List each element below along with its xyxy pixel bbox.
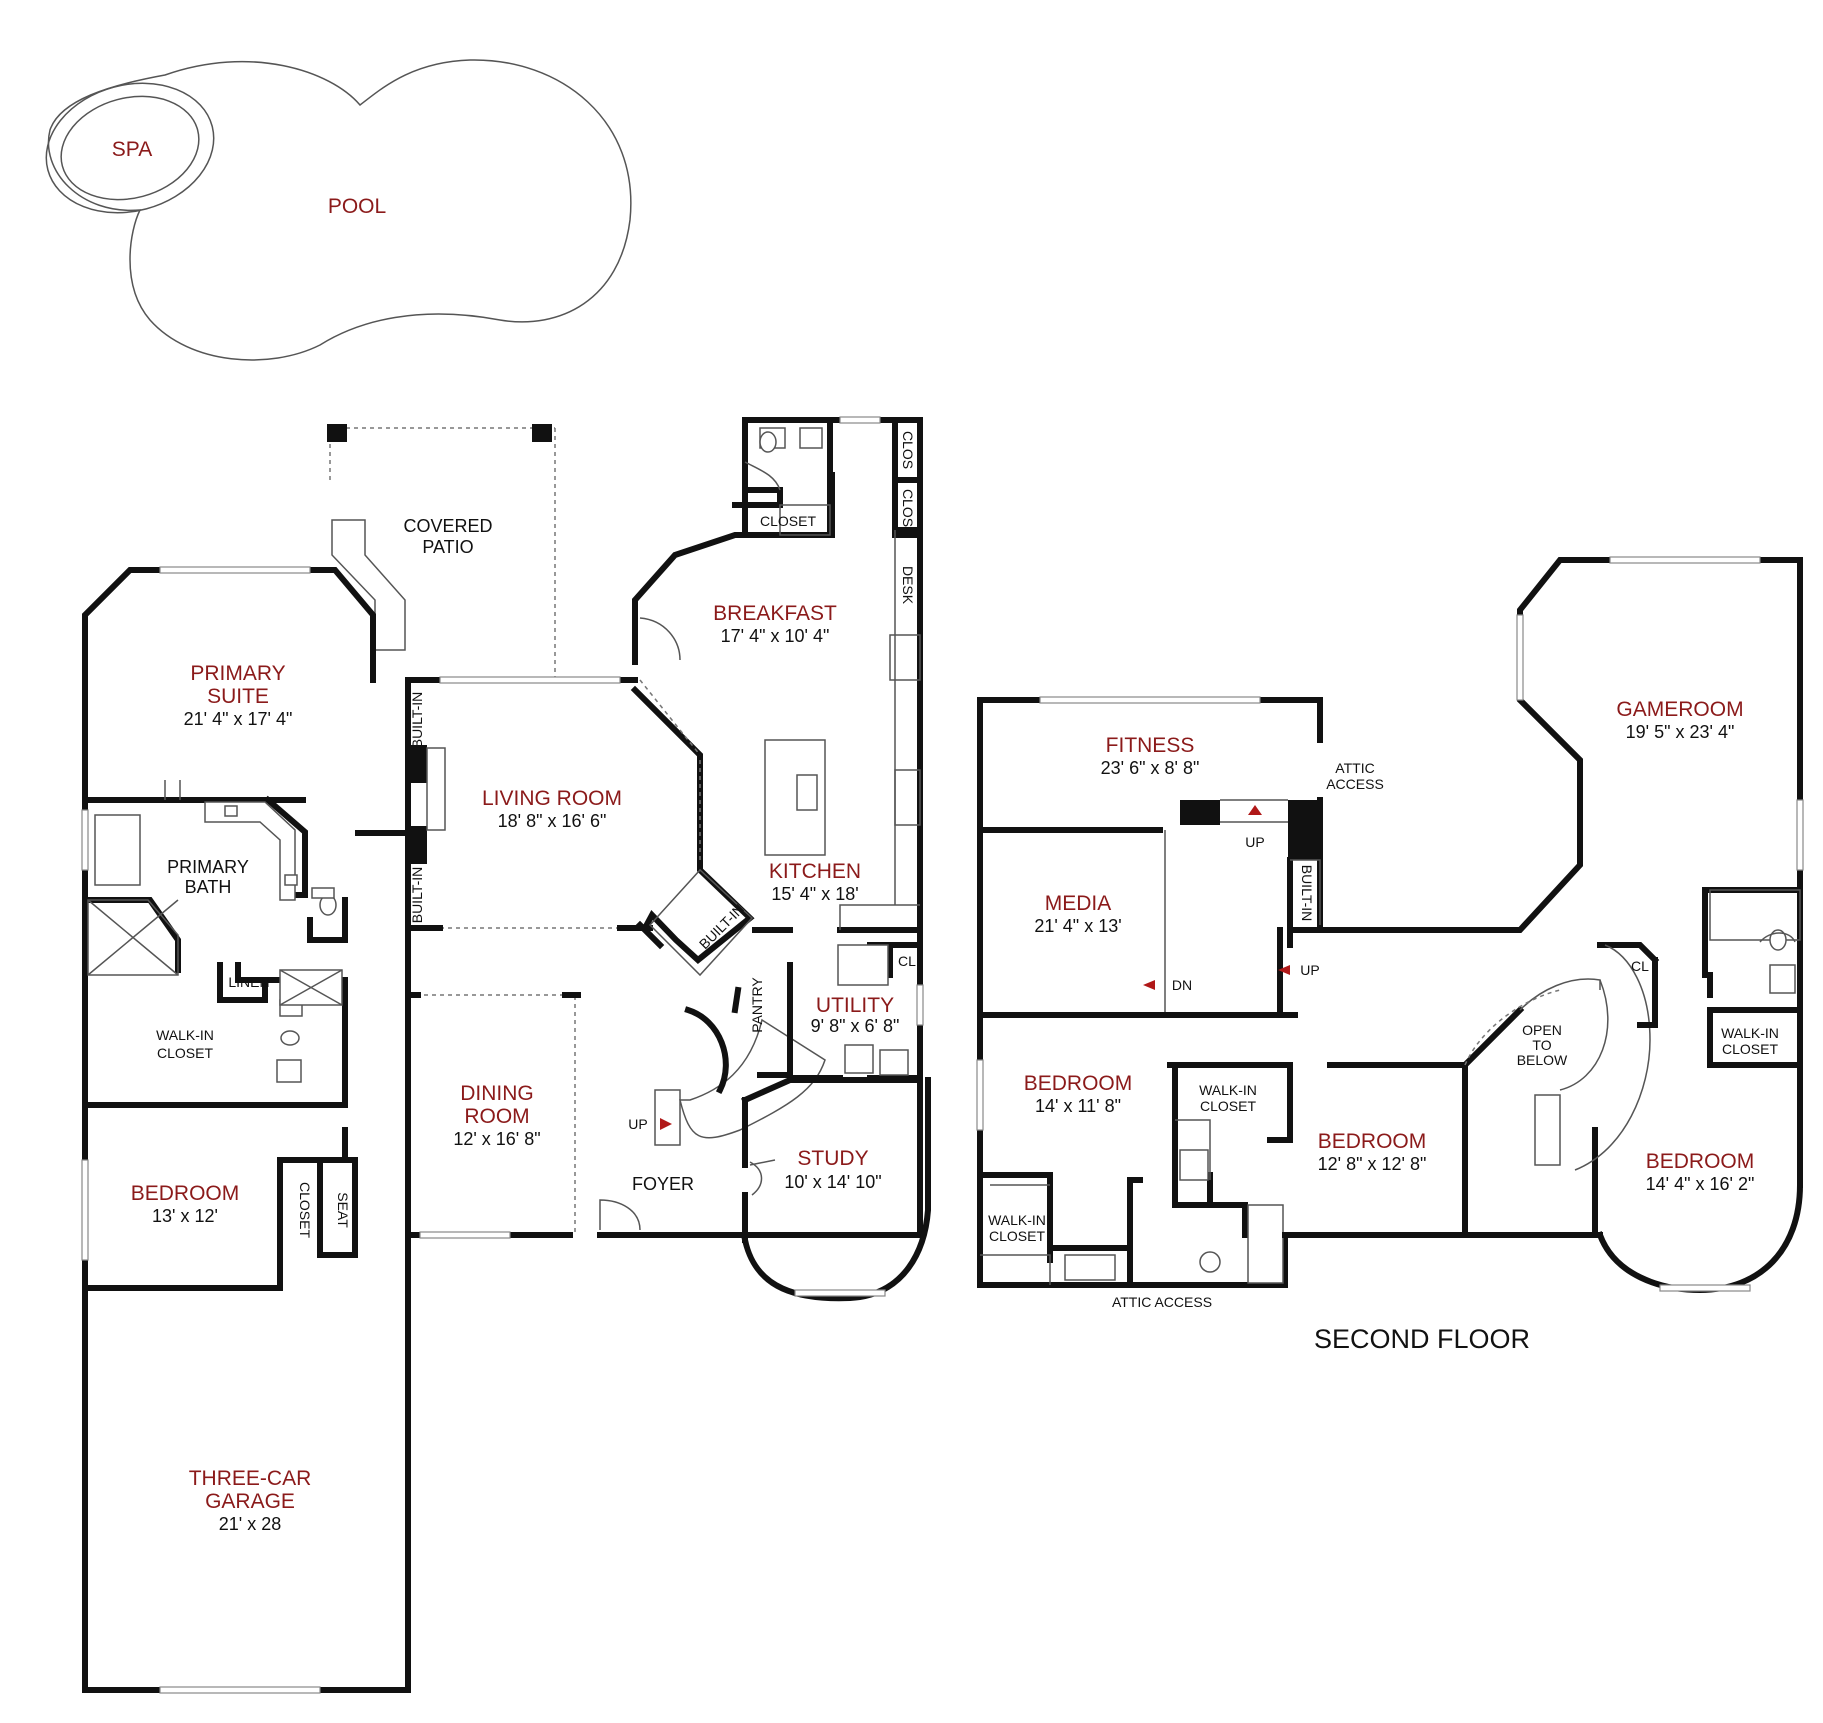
utility-dims: 9' 8" x 6' 8" (811, 1016, 900, 1036)
closet-label: CLOSET (760, 513, 816, 529)
linen-label: LINEN (228, 974, 269, 990)
primary-suite-name-2: SUITE (207, 685, 269, 708)
bedroom-right-dims: 14' 4" x 16' 2" (1646, 1174, 1755, 1194)
windows (81, 416, 1804, 1694)
up-label-media: UP (1245, 834, 1264, 850)
garage-dims: 21' x 28 (219, 1514, 281, 1534)
open-to-below-2: TO (1532, 1037, 1551, 1053)
bedroom-left-dims: 14' x 11' 8" (1035, 1096, 1121, 1116)
walk-in-closet-left-1: WALK-IN (988, 1212, 1046, 1228)
fitness-name: FITNESS (1106, 734, 1195, 757)
garage-name-2: GARAGE (205, 1490, 295, 1513)
media-dims: 21' 4" x 13' (1034, 916, 1121, 936)
dn-arrow-media (1143, 980, 1155, 990)
built-in-top-label: BUILT-IN (409, 692, 425, 749)
up-arrow-hall (1278, 965, 1290, 975)
up-label-foyer: UP (628, 1116, 647, 1132)
gameroom-dims: 19' 5" x 23' 4" (1626, 722, 1735, 742)
walk-in-closet-mid-2: CLOSET (1200, 1098, 1256, 1114)
bedroom-left-name: BEDROOM (1024, 1072, 1133, 1095)
bedroom-right-name: BEDROOM (1646, 1150, 1755, 1173)
cl-label: CL (898, 953, 916, 969)
open-to-below-3: BELOW (1517, 1052, 1568, 1068)
breakfast-dims: 17' 4" x 10' 4" (721, 626, 830, 646)
walk-in-closet-left-2: CLOSET (989, 1228, 1045, 1244)
living-room-dims: 18' 8" x 16' 6" (498, 811, 607, 831)
kitchen-dims: 15' 4" x 18' (771, 884, 858, 904)
attic-access-top-1: ATTIC (1335, 760, 1374, 776)
spa-outer (45, 82, 215, 214)
pool-area: SPA POOL (45, 59, 632, 361)
cl-upper-label: CL (1631, 958, 1649, 974)
built-in-bottom-label: BUILT-IN (409, 867, 425, 924)
attic-access-bottom: ATTIC ACCESS (1112, 1294, 1212, 1310)
dining-room-dims: 12' x 16' 8" (453, 1129, 540, 1149)
fitness-dims: 23' 6" x 8' 8" (1101, 758, 1200, 778)
dining-room-name-2: ROOM (464, 1105, 529, 1128)
spa-inner (60, 95, 200, 201)
bedroom-dims: 13' x 12' (152, 1206, 218, 1226)
built-in-upper-label: BUILT-IN (1299, 865, 1315, 922)
closet-vertical-label: CLOSET (297, 1182, 313, 1238)
up-arrow-foyer (660, 1118, 672, 1130)
study-name: STUDY (797, 1147, 868, 1170)
kitchen-name: KITCHEN (769, 860, 861, 883)
clos-2-label: CLOS (900, 489, 916, 527)
second-floor-title: SECOND FLOOR (1314, 1324, 1530, 1354)
pool-outline (47, 59, 632, 361)
dn-label: DN (1172, 977, 1192, 993)
walk-in-closet-right-2: CLOSET (1722, 1041, 1778, 1057)
covered-patio-label-2: PATIO (422, 537, 473, 557)
media-name: MEDIA (1045, 892, 1112, 915)
foyer-label: FOYER (632, 1174, 694, 1194)
pantry-label: PANTRY (749, 977, 765, 1033)
stair-arrows (660, 805, 1290, 1130)
walk-in-closet-mid-1: WALK-IN (1199, 1082, 1257, 1098)
spa-label: SPA (112, 138, 152, 161)
clos-1-label: CLOS (900, 431, 916, 469)
bedroom-mid-name: BEDROOM (1318, 1130, 1427, 1153)
breakfast-name: BREAKFAST (713, 602, 837, 625)
pool-label: POOL (328, 195, 386, 218)
living-room-name: LIVING ROOM (482, 787, 622, 810)
attic-access-top-2: ACCESS (1326, 776, 1384, 792)
open-to-below-1: OPEN (1522, 1022, 1562, 1038)
garage-name-1: THREE-CAR (189, 1467, 312, 1490)
primary-suite-dims: 21' 4" x 17' 4" (184, 709, 293, 729)
first-floor-labels: COVERED PATIO PRIMARY SUITE 21' 4" x 17'… (131, 431, 916, 1534)
seat-label: SEAT (335, 1192, 351, 1228)
up-label-hall: UP (1300, 962, 1319, 978)
study-dims: 10' x 14' 10" (784, 1172, 881, 1192)
second-floor-labels: FITNESS 23' 6" x 8' 8" ATTIC ACCESS MEDI… (988, 698, 1779, 1354)
first-floor-walls (82, 417, 931, 1693)
walk-in-closet-right-1: WALK-IN (1721, 1025, 1779, 1041)
desk-label: DESK (900, 566, 916, 605)
walk-in-closet-2: CLOSET (157, 1045, 213, 1061)
bedroom-mid-dims: 12' 8" x 12' 8" (1318, 1154, 1427, 1174)
up-arrow-media (1248, 805, 1262, 815)
dining-room-name-1: DINING (460, 1082, 534, 1105)
primary-bath-name-2: BATH (185, 877, 232, 897)
primary-suite-name-1: PRIMARY (190, 662, 285, 685)
second-floor-walls (977, 557, 1804, 1294)
covered-patio-label-1: COVERED (403, 516, 492, 536)
utility-name: UTILITY (816, 994, 894, 1017)
gameroom-name: GAMEROOM (1616, 698, 1743, 721)
walk-in-closet-1: WALK-IN (156, 1027, 214, 1043)
primary-bath-name-1: PRIMARY (167, 857, 249, 877)
bedroom-name: BEDROOM (131, 1182, 240, 1205)
